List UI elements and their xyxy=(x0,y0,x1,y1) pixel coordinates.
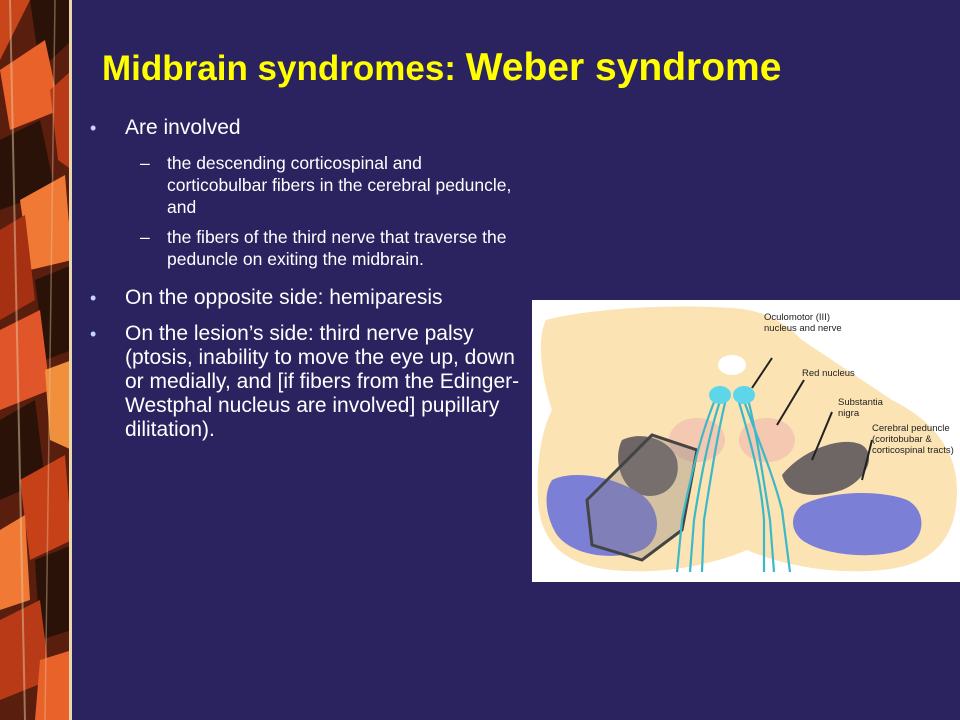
substantia-nigra-right xyxy=(782,441,870,495)
decorative-left-strip xyxy=(0,0,72,720)
title-part-1: Midbrain syndromes: xyxy=(102,49,466,88)
bullet-icon: • xyxy=(90,288,97,308)
sub-bullet-item: – the descending corticospinal and corti… xyxy=(90,152,520,218)
cerebral-peduncle-right xyxy=(793,493,922,556)
label-cerebral-peduncle: Cerebral peduncle (coritobubar & cortico… xyxy=(872,423,954,456)
sub-bullet-text: the descending corticospinal and cortico… xyxy=(167,153,512,217)
label-substantia-nigra: Substantia nigra xyxy=(838,397,883,419)
dash-icon: – xyxy=(140,153,150,173)
sub-bullet-text: the fibers of the third nerve that trave… xyxy=(167,227,507,269)
ventricle xyxy=(718,355,746,375)
midbrain-diagram: Oculomotor (III) nucleus and nerve Red n… xyxy=(532,300,960,582)
cerebral-peduncle-left xyxy=(546,475,657,556)
oculomotor-nucleus-left xyxy=(709,386,731,404)
pointer-lines xyxy=(751,357,873,481)
bullet-list: • Are involved – the descending corticos… xyxy=(90,116,520,454)
red-nucleus-right xyxy=(739,418,795,462)
sub-bullet-item: – the fibers of the third nerve that tra… xyxy=(90,226,520,270)
midbrain-cross-section-illustration xyxy=(537,306,957,573)
bullet-text: On the lesion’s side: third nerve palsy … xyxy=(125,322,520,441)
oculomotor-nucleus-right xyxy=(733,386,755,404)
label-oculomotor: Oculomotor (III) nucleus and nerve xyxy=(764,312,842,334)
label-red-nucleus: Red nucleus xyxy=(802,368,855,379)
third-nerve-fibers xyxy=(675,394,792,573)
bullet-icon: • xyxy=(90,118,97,138)
bullet-item: • On the lesion’s side: third nerve pals… xyxy=(90,322,520,442)
sub-bullet-list: – the descending corticospinal and corti… xyxy=(90,152,520,270)
bullet-text: Are involved xyxy=(125,116,241,139)
title-part-2: Weber syndrome xyxy=(465,46,782,89)
bullet-item: • Are involved xyxy=(90,116,520,140)
bullet-icon: • xyxy=(90,324,97,344)
slide-title: Midbrain syndromes: Weber syndrome xyxy=(102,46,952,90)
bullet-text: On the opposite side: hemiparesis xyxy=(125,286,443,309)
bullet-item: • On the opposite side: hemiparesis xyxy=(90,286,520,310)
substantia-nigra-left xyxy=(618,436,678,496)
dash-icon: – xyxy=(140,227,150,247)
